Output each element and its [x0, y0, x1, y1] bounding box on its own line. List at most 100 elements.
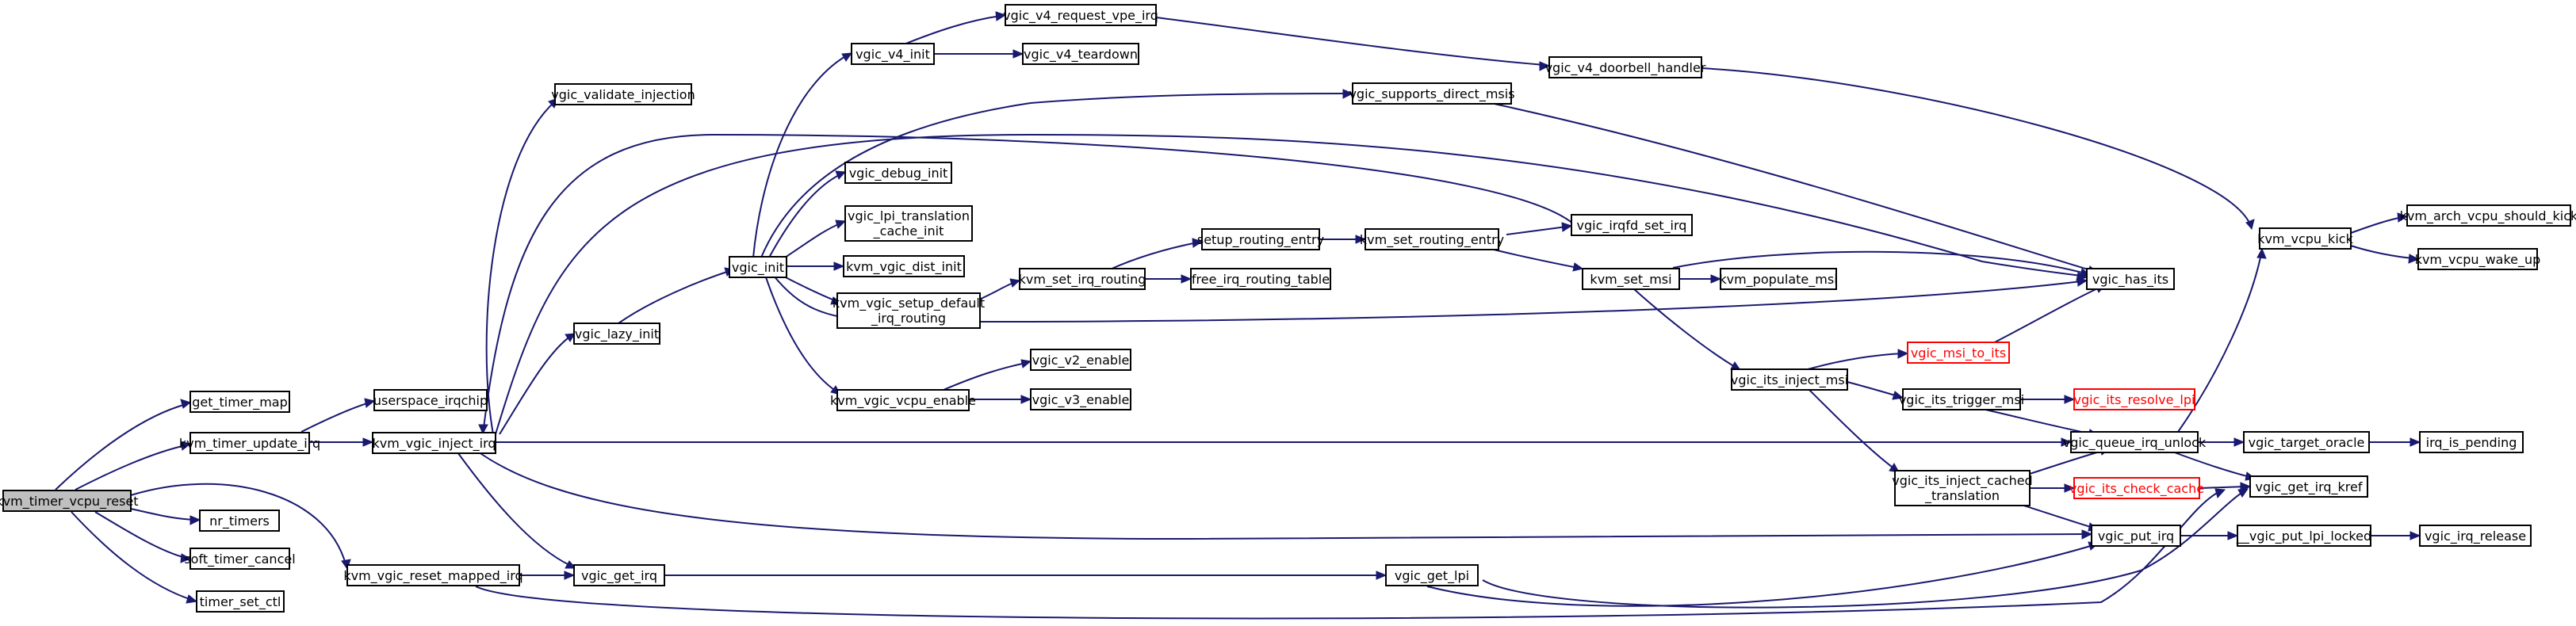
node-label: _irq_routing	[871, 311, 946, 326]
edge-init-to-dist-init	[787, 261, 845, 271]
node-vgic-v2-enable[interactable]: vgic_v2_enable	[1030, 349, 1131, 371]
node-label: kvm_timer_vcpu_reset	[0, 494, 139, 510]
node-nr-timers[interactable]: nr_timers	[199, 510, 280, 532]
node-label: vgic_its_inject_msi	[1731, 372, 1848, 388]
edge-init-to-lpi-translation-cache-init	[784, 219, 847, 258]
node-vgic-irqfd-set-irq[interactable]: vgic_irqfd_set_irq	[1571, 214, 1693, 236]
edge-its-inject-msi-to-trigger-msi	[1847, 381, 1904, 400]
edge-inject-to-lazy-init	[499, 333, 576, 435]
node-kvm-set-routing-entry[interactable]: kvm_set_routing_entry	[1360, 228, 1504, 250]
node-vgic-v4-init[interactable]: vgic_v4_init	[851, 43, 935, 65]
edge-reset-to-timer-update-irq	[75, 441, 192, 490]
node-soft-timer-cancel[interactable]: soft_timer_cancel	[184, 548, 296, 570]
node-userspace-irqchip[interactable]: userspace_irqchip	[373, 389, 488, 411]
node-label: vgic_irqfd_set_irq	[1577, 218, 1687, 234]
node-label: _cache_init	[873, 223, 944, 239]
node-vgic-lpi-translation-cache-init[interactable]: vgic_lpi_translation _cache_init	[844, 205, 973, 242]
node-label: vgic_put_irq	[2098, 529, 2174, 544]
node-vgic-its-inject-msi[interactable]: vgic_its_inject_msi	[1731, 368, 1848, 391]
node-vgic-get-irq[interactable]: vgic_get_irq	[573, 564, 665, 586]
edge-queue-irq-unlock-to-target-oracle	[2198, 437, 2245, 447]
node-label: kvm_vcpu_kick	[2257, 231, 2353, 247]
edge-inject-to-get-irq	[455, 449, 577, 569]
node-kvm-arch-vcpu-should-kick[interactable]: kvm_arch_vcpu_should_kick	[2400, 204, 2576, 227]
node-vgic-its-trigger-msi[interactable]: vgic_its_trigger_msi	[1899, 388, 2024, 410]
node-free-irq-routing-table[interactable]: free_irq_routing_table	[1190, 268, 1331, 290]
node-setup-routing-entry[interactable]: setup_routing_entry	[1197, 228, 1324, 250]
node-vgic-msi-to-its[interactable]: vgic_msi_to_its	[1907, 342, 2010, 364]
node-label: kvm_set_msi	[1590, 272, 1671, 288]
node-vgic-queue-irq-unlock[interactable]: vgic_queue_irq_unlock	[2063, 431, 2207, 453]
edge-doorbell-handler-to-vcpu-kick	[1700, 67, 2255, 231]
node-label: timer_set_ctl	[200, 594, 281, 610]
edge-vcpu-kick-to-wake-up	[2350, 245, 2420, 264]
edge-kvm-set-routing-entry-to-irqfd-set-irq	[1506, 222, 1573, 235]
node-vgic-its-inject-cached-translation[interactable]: vgic_its_inject_cached _translation	[1892, 470, 2033, 506]
node-kvm-vcpu-kick[interactable]: kvm_vcpu_kick	[2257, 227, 2354, 250]
edge-reset-to-nr-timers	[130, 508, 201, 525]
node-kvm-vcpu-wake-up[interactable]: kvm_vcpu_wake_up	[2415, 248, 2541, 270]
node-label: vgic_irq_release	[2425, 529, 2526, 544]
node-vgic-irq-release[interactable]: vgic_irq_release	[2419, 525, 2532, 547]
node-kvm-vgic-reset-mapped-irq[interactable]: kvm_vgic_reset_mapped_irq	[343, 564, 523, 586]
node-label: vgic_target_oracle	[2249, 435, 2365, 451]
edge-kvm-set-msi-to-populate-msi	[1679, 274, 1722, 284]
node-vgic-v4-request-vpe-irq[interactable]: vgic_v4_request_vpe_irq	[1003, 4, 1158, 26]
node-label: vgic_debug_init	[849, 166, 948, 181]
node-label: vgic_v3_enable	[1032, 392, 1130, 408]
node-label: kvm_set_routing_entry	[1360, 232, 1504, 248]
node-vgic-v4-teardown[interactable]: vgic_v4_teardown	[1022, 43, 1139, 65]
node-vgic-v4-doorbell-handler[interactable]: vgic_v4_doorbell_handler	[1545, 56, 1706, 78]
edge-supports-direct-msis-to-has-its	[1490, 102, 2099, 275]
edge-irqfd-set-irq-to-inject-irq	[478, 133, 1575, 435]
node-kvm-set-irq-routing[interactable]: kvm_set_irq_routing	[1019, 268, 1146, 290]
node-vgic-lazy-init[interactable]: vgic_lazy_init	[573, 323, 660, 345]
node-label: vgic_its_trigger_msi	[1899, 392, 2024, 408]
edge-inject-to-put-irq	[475, 449, 2093, 540]
node-label: vgic_v2_enable	[1032, 353, 1130, 368]
edge-lazy-init-to-init	[618, 267, 736, 324]
node-vgic-its-resolve-lpi[interactable]: vgic_its_resolve_lpi	[2073, 388, 2195, 410]
edge-init-to-debug-init	[768, 170, 847, 258]
node-vgic-get-lpi[interactable]: vgic_get_lpi	[1385, 564, 1479, 586]
edge-update-to-userspace-irqchip	[300, 398, 376, 433]
node-vgic-get-irq-kref[interactable]: vgic_get_irq_kref	[2249, 475, 2368, 498]
node-vgic-v3-enable[interactable]: vgic_v3_enable	[1030, 388, 1131, 410]
node-kvm-set-msi[interactable]: kvm_set_msi	[1582, 268, 1680, 290]
node-kvm-vgic-vcpu-enable[interactable]: kvm_vgic_vcpu_enable	[830, 389, 976, 411]
node-label: soft_timer_cancel	[184, 552, 295, 567]
node-label: kvm_vcpu_wake_up	[2415, 252, 2541, 268]
node-get-timer-map[interactable]: get_timer_map	[189, 391, 290, 413]
node-kvm-vgic-inject-irq[interactable]: kvm_vgic_inject_irq	[372, 432, 496, 454]
node-label: vgic_init	[732, 260, 784, 276]
node-vgic-target-oracle[interactable]: vgic_target_oracle	[2243, 431, 2370, 453]
node-irq-is-pending[interactable]: irq_is_pending	[2419, 431, 2524, 453]
node-vgic-put-irq[interactable]: vgic_put_irq	[2091, 525, 2181, 547]
node-label: kvm_vgic_setup_default	[833, 296, 985, 311]
edge-vcpu-kick-to-arch-should-kick	[2350, 212, 2409, 234]
node-vgic-validate-injection[interactable]: vgic_validate_injection	[551, 83, 695, 105]
node-kvm-timer-vcpu-reset[interactable]: kvm_timer_vcpu_reset	[0, 490, 139, 512]
node-vgic-init[interactable]: vgic_init	[729, 256, 787, 278]
node-vgic-supports-direct-msis[interactable]: vgic_supports_direct_msis	[1349, 82, 1515, 105]
node-kvm-vgic-dist-init[interactable]: kvm_vgic_dist_init	[843, 255, 965, 277]
node-kvm-populate-msi[interactable]: kvm_populate_msi	[1719, 268, 1838, 290]
edge-inject-to-queue-irq-unlock	[496, 437, 2073, 447]
edge-v4-init-to-request-vpe-irq	[903, 11, 1007, 45]
node-label: vgic_msi_to_its	[1911, 345, 2006, 361]
node-label: vgic_queue_irq_unlock	[2063, 435, 2207, 451]
edge-init-to-supports-direct-msis	[760, 89, 1354, 258]
node-vgic-has-its[interactable]: vgic_has_its	[2086, 268, 2175, 290]
node-kvm-timer-update-irq[interactable]: kvm_timer_update_irq	[179, 432, 320, 454]
edge-kvm-set-msi-to-its-inject-msi	[1632, 288, 1742, 371]
node-label: vgic_get_irq	[581, 568, 657, 584]
node-vgic-its-check-cache[interactable]: vgic_its_check_cache	[2069, 477, 2204, 499]
node-label: vgic_v4_teardown	[1024, 47, 1138, 63]
edge-inject-cached-to-put-irq	[2013, 502, 2099, 532]
node-vgic-debug-init[interactable]: vgic_debug_init	[844, 162, 952, 184]
node-timer-set-ctl[interactable]: timer_set_ctl	[196, 590, 285, 613]
node-kvm-vgic-setup-default-irq-routing[interactable]: kvm_vgic_setup_default _irq_routing	[833, 292, 985, 329]
node-label: free_irq_routing_table	[1192, 272, 1330, 288]
node-label: vgic_its_resolve_lpi	[2074, 392, 2195, 408]
node-vgic-put-lpi-locked[interactable]: __vgic_put_lpi_locked	[2236, 525, 2371, 547]
